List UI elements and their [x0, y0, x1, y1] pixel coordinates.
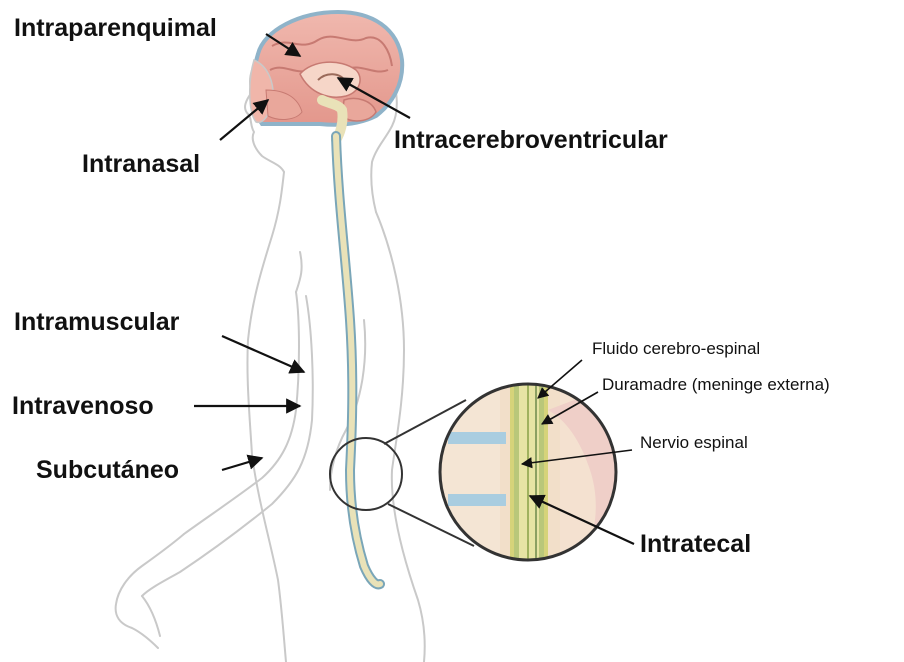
label-intracerebroventricular: Intracerebroventricular — [394, 128, 668, 153]
label-intravenoso: Intravenoso — [12, 394, 154, 419]
arrow-intramuscular — [222, 336, 304, 372]
label-intramuscular: Intramuscular — [14, 310, 179, 335]
label-subcutaneo: Subcutáneo — [36, 458, 179, 483]
arrow-subcutaneo — [222, 458, 262, 470]
label-duramadre: Duramadre (meninge externa) — [602, 376, 830, 393]
label-nervio: Nervio espinal — [640, 434, 748, 451]
label-fluido: Fluido cerebro-espinal — [592, 340, 760, 357]
label-intranasal: Intranasal — [82, 152, 200, 177]
label-intratecal: Intratecal — [640, 532, 751, 557]
label-intraparenquimal: Intraparenquimal — [14, 16, 217, 41]
body-outline — [116, 58, 425, 662]
brain-illustration — [250, 12, 402, 140]
